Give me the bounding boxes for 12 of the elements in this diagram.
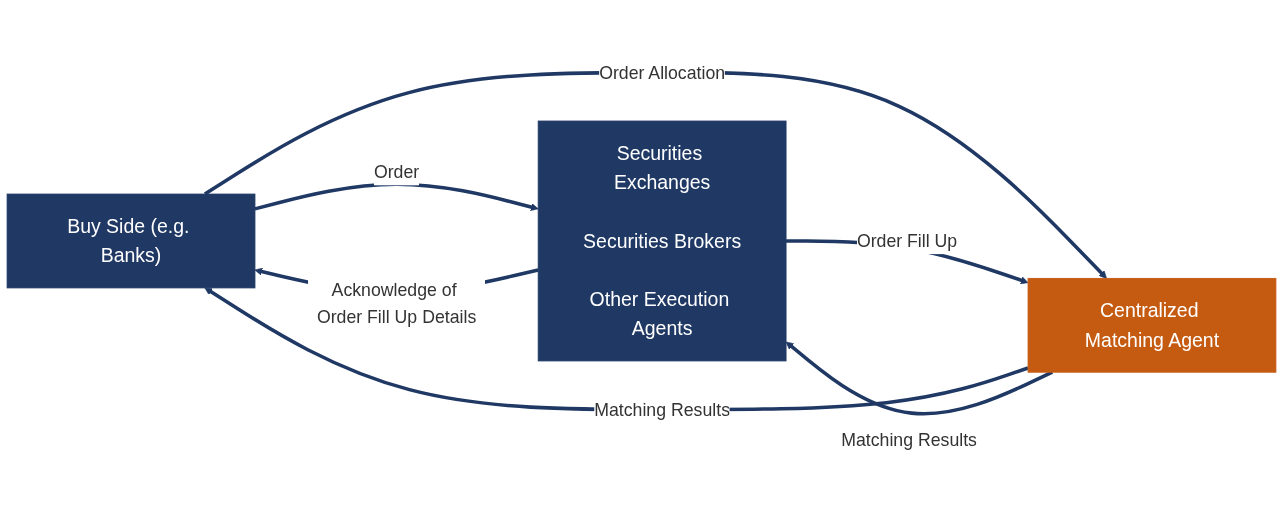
edge-label: Acknowledge of Order Fill Up Details: [316, 280, 477, 327]
arrow: [203, 70, 1107, 279]
node-box: Securities Exchanges Securities Brokers Other Execution Agents: [537, 120, 787, 362]
node-box: Centralized Matching Agent: [1027, 277, 1277, 373]
edge-label: Order Allocation: [599, 62, 726, 83]
node-box: Buy Side (e.g. Banks): [6, 193, 256, 289]
edge-label: Order Fill Up: [856, 231, 958, 251]
arrow: [254, 182, 539, 211]
arrow: [785, 341, 1054, 416]
edge-label: Matching Results: [841, 429, 977, 450]
edge-label: Order: [373, 162, 420, 182]
edge-label: Matching Results: [594, 399, 731, 420]
